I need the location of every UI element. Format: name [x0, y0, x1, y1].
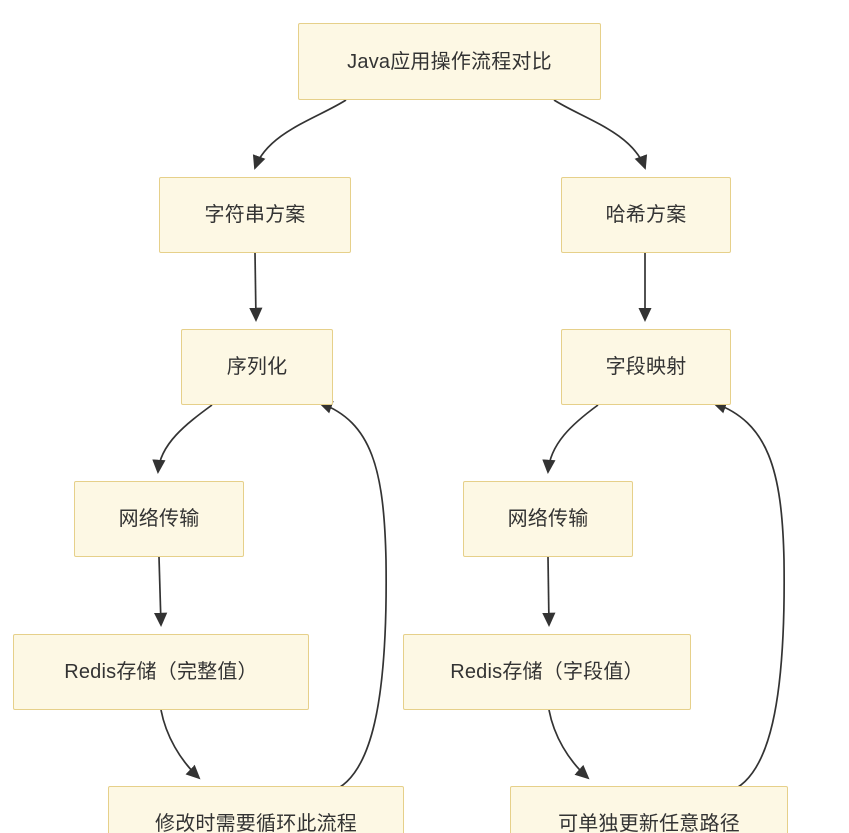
- node-string-scheme[interactable]: 字符串方案: [159, 177, 351, 253]
- edge-loop-left-feedback-to-serialize: [318, 400, 388, 793]
- node-serialize[interactable]: 序列化: [181, 329, 333, 405]
- edge-fieldmap-to-net-right: [542, 404, 599, 475]
- node-serialize-label: 序列化: [226, 356, 288, 378]
- node-redis-store-field-value[interactable]: Redis存储（字段值）: [403, 634, 691, 710]
- node-redis-store-field-value-label: Redis存储（字段值）: [450, 661, 644, 683]
- edge-redis-right-to-loop-right: [548, 709, 590, 780]
- node-network-transfer-right[interactable]: 网络传输: [463, 481, 633, 557]
- edge-net-right-to-redis-right: [542, 556, 556, 628]
- node-field-mapping[interactable]: 字段映射: [561, 329, 731, 405]
- node-root-label: Java应用操作流程对比: [347, 50, 552, 73]
- node-redis-store-full-value[interactable]: Redis存储（完整值）: [13, 634, 309, 710]
- edge-root-to-string: [252, 99, 347, 170]
- node-field-mapping-label: 字段映射: [605, 356, 687, 378]
- node-root[interactable]: Java应用操作流程对比: [298, 23, 601, 100]
- node-hash-scheme[interactable]: 哈希方案: [561, 177, 731, 253]
- edge-loop-right-feedback-to-fieldmap: [712, 400, 786, 793]
- node-network-transfer-left-label: 网络传输: [118, 508, 200, 530]
- node-string-scheme-label: 字符串方案: [204, 204, 306, 226]
- edge-string-to-serialize: [249, 252, 263, 323]
- node-update-any-path-independently-label: 可单独更新任意路径: [558, 813, 740, 833]
- node-hash-scheme-label: 哈希方案: [605, 204, 687, 226]
- edge-serialize-to-net-left: [152, 404, 213, 475]
- node-network-transfer-right-label: 网络传输: [507, 508, 589, 530]
- node-network-transfer-left[interactable]: 网络传输: [74, 481, 244, 557]
- edge-net-left-to-redis-left: [154, 556, 168, 628]
- node-loop-whole-flow-on-update-label: 修改时需要循环此流程: [155, 813, 357, 833]
- edge-root-to-hash: [553, 99, 648, 170]
- node-update-any-path-independently[interactable]: 可单独更新任意路径: [510, 786, 788, 833]
- node-redis-store-full-value-label: Redis存储（完整值）: [64, 661, 258, 683]
- edge-redis-left-to-loop-left: [160, 709, 201, 780]
- node-loop-whole-flow-on-update[interactable]: 修改时需要循环此流程: [108, 786, 404, 833]
